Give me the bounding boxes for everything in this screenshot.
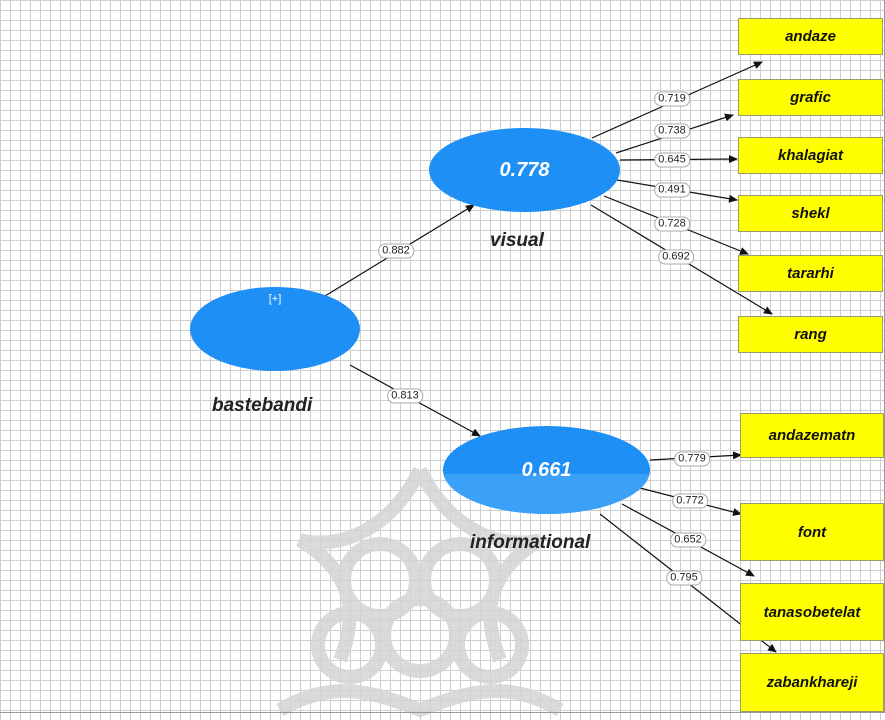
latent-visual-value: 0.778 xyxy=(499,158,550,181)
latent-visual-label: visual xyxy=(490,230,544,251)
indicator-rang[interactable]: rang xyxy=(738,316,883,353)
latent-bastebandi-label: bastebandi xyxy=(212,395,313,416)
loading-label: 0.652 xyxy=(670,532,706,548)
indicator-andazematn[interactable]: andazematn xyxy=(740,413,884,458)
expand-toggle[interactable]: [+] xyxy=(268,293,282,305)
loading-label: 0.692 xyxy=(658,249,694,265)
loading-label: 0.795 xyxy=(666,570,702,586)
latent-informational-value: 0.661 xyxy=(521,458,572,481)
latent-informational[interactable]: 0.661 xyxy=(443,426,650,514)
indicator-grafic[interactable]: grafic xyxy=(738,79,883,116)
indicator-shekl[interactable]: shekl xyxy=(738,195,883,232)
indicator-tararhi[interactable]: tararhi xyxy=(738,255,883,292)
loading-label: 0.772 xyxy=(672,493,708,509)
latent-bastebandi[interactable]: [+] xyxy=(190,287,360,371)
indicator-font[interactable]: font xyxy=(740,503,884,561)
path-coefficient-label: 0.882 xyxy=(378,243,414,259)
loading-label: 0.779 xyxy=(674,451,710,467)
indicator-zabankhareji[interactable]: zabankhareji xyxy=(740,653,884,712)
loading-label: 0.738 xyxy=(654,123,690,139)
loading-label: 0.491 xyxy=(654,182,690,198)
loading-label: 0.645 xyxy=(654,152,690,168)
indicator-khalagiat[interactable]: khalagiat xyxy=(738,137,883,174)
latent-informational-label: informational xyxy=(470,532,591,553)
latent-visual[interactable]: 0.778 xyxy=(429,128,620,212)
indicator-andaze[interactable]: andaze xyxy=(738,18,883,55)
indicator-tanasobetelat[interactable]: tanasobetelat xyxy=(740,583,884,641)
loading-label: 0.719 xyxy=(654,91,690,107)
loading-label: 0.728 xyxy=(654,216,690,232)
path-coefficient-label: 0.813 xyxy=(387,388,423,404)
